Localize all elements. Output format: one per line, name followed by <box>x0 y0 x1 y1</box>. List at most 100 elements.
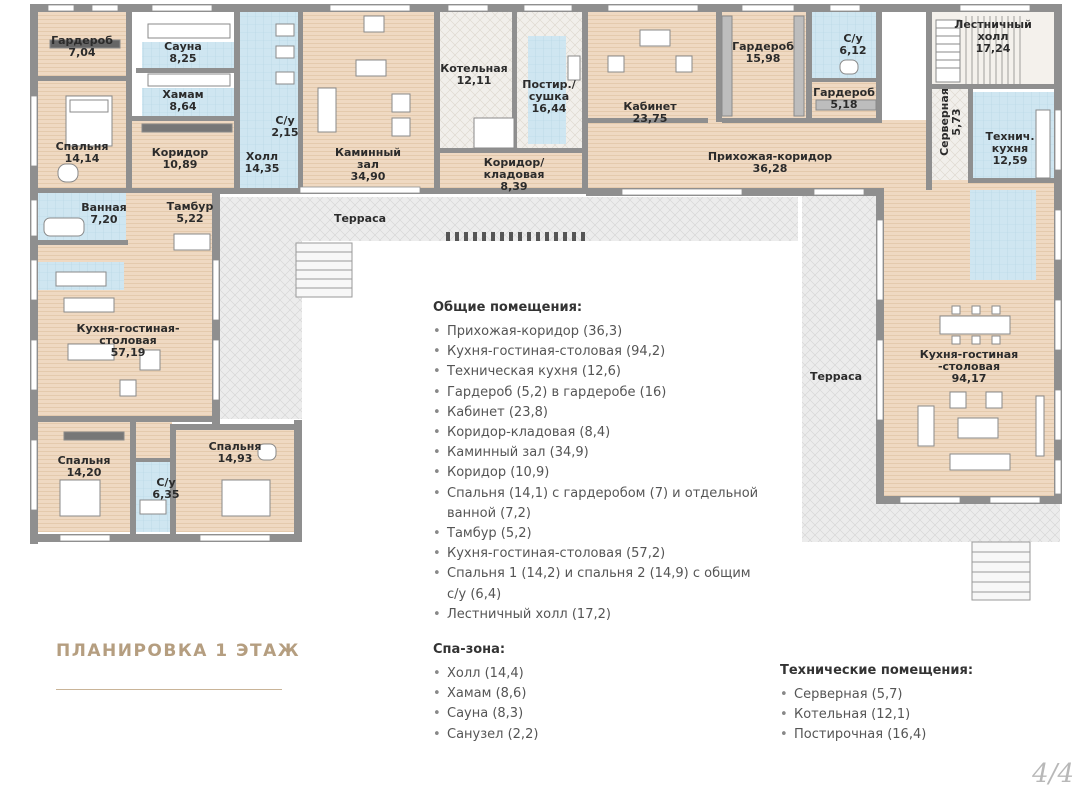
legend-spa-item-text: Санузел (2,2) <box>447 726 539 742</box>
legend-tech-heading: Технические помещения: <box>780 663 974 678</box>
legend-common-item: • Гардероб (5,2) в гардеробе (16) <box>433 383 763 403</box>
legend-common-item-text: Гардероб (5,2) в гардеробе (16) <box>447 384 667 400</box>
bullet-icon: • <box>780 707 788 723</box>
legend-common-item: •Каминный зал (34,9) <box>433 443 763 463</box>
legend-spa-item: • Хамам (8,6) <box>433 684 733 704</box>
legend-spa-item: • Холл (14,4) <box>433 664 733 684</box>
legend-common-item: • Прихожая-коридор (36,3) <box>433 322 763 342</box>
legend-spa-item: • Сауна (8,3) <box>433 704 733 724</box>
legend-common-item-text: Спальня 1 (14,2) и спальня 2 (14,9) с об… <box>447 566 751 602</box>
bullet-icon: • <box>433 485 441 501</box>
room-floors <box>38 12 1054 532</box>
legend-common-item: • Кухня-гостиная-столовая (57,2) <box>433 544 763 564</box>
bullet-icon: • <box>433 445 441 461</box>
terrace-left <box>218 197 302 419</box>
legend-tech-item: • Котельная (12,1) <box>780 705 1070 725</box>
legend-common-item-text: Коридор-кладовая (8,4) <box>447 425 611 441</box>
legend-tech: Технические помещения: •Серверная (5,7)•… <box>780 661 1070 746</box>
bullet-icon: • <box>780 727 788 743</box>
legend-common-item-text: Прихожая-коридор (36,3) <box>447 324 623 339</box>
bullet-icon: • <box>433 726 441 742</box>
room-label-server: Серверная5,73 <box>938 88 963 156</box>
legend-common: Общие помещения: •Прихожая-коридор (36,3… <box>433 298 763 625</box>
steps-left <box>295 242 353 298</box>
bullet-icon: • <box>433 666 441 681</box>
terrace-top <box>218 197 798 241</box>
legend-spa-heading: Спа-зона: <box>433 642 506 657</box>
legend-tech-item-text: Котельная (12,1) <box>794 707 911 723</box>
bullet-icon: • <box>433 324 441 339</box>
page-number: 4/4 <box>1032 759 1074 789</box>
legend-common-item: • Спальня (14,1) с гардеробом (7) и отдел… <box>433 484 763 524</box>
bullet-icon: • <box>433 546 441 562</box>
legend-spa-item-text: Сауна (8,3) <box>447 706 524 722</box>
bullet-icon: • <box>433 344 441 360</box>
steps-top <box>446 232 585 241</box>
legend-spa-item-text: Холл (14,4) <box>447 666 524 681</box>
terrace-label-2: Терраса <box>810 370 862 383</box>
legend-common-item: •Кабинет (23,8) <box>433 403 763 423</box>
bullet-icon: • <box>433 465 441 481</box>
legend-tech-item-text: Серверная (5,7) <box>794 687 903 702</box>
legend-common-item-text: Спальня (14,1) с гардеробом (7) и отдель… <box>447 485 759 521</box>
legend-common-item: • Спальня 1 (14,2) и спальня 2 (14,9) с о… <box>433 564 763 604</box>
legend-common-item-text: Кухня-гостиная-столовая (94,2) <box>447 344 666 360</box>
terrace-right <box>802 195 884 542</box>
legend-common-item-text: Коридор (10,9) <box>447 465 550 481</box>
legend-common-item: • Коридор-кладовая (8,4) <box>433 423 763 443</box>
stair <box>965 16 1021 84</box>
terrace-bottom <box>802 500 1060 542</box>
bullet-icon: • <box>433 425 441 441</box>
legend-tech-list: • Серверная (5,7) • Котельная (12,1) • Постир… <box>780 685 1070 746</box>
legend-tech-item: • Серверная (5,7) <box>780 685 1070 705</box>
bullet-icon: • <box>433 566 441 582</box>
bullet-icon: • <box>433 364 441 380</box>
legend-common-item: • Кухня-гостиная-столовая (94,2) <box>433 342 763 362</box>
legend-common-item: • Коридор (10,9) <box>433 463 763 483</box>
bullet-icon: • <box>433 384 441 400</box>
legend-common-item-text: Кухня-гостиная-столовая (57,2) <box>447 546 666 562</box>
legend-tech-item: • Постирочная (16,4) <box>780 725 1070 745</box>
legend-common-item: •Тамбур (5,2) <box>433 524 763 544</box>
steps-bottom-right <box>971 541 1031 601</box>
legend-spa-item-text: Хамам (8,6) <box>447 686 527 702</box>
legend-common-item-text: Кабинет (23,8) <box>447 404 548 420</box>
furniture <box>43 15 1051 517</box>
legend-common-item: •Лестничный холл (17,2) <box>433 605 763 625</box>
legend-tech-item-text: Постирочная (16,4) <box>794 727 927 743</box>
terrace-label-1: Терраса <box>334 212 386 225</box>
bullet-icon: • <box>433 706 441 722</box>
legend-spa-item: • Санузел (2,2) <box>433 725 733 745</box>
bullet-icon: • <box>433 526 441 542</box>
bullet-icon: • <box>433 686 441 702</box>
bullet-icon: • <box>780 687 788 702</box>
legend-common-list: • Прихожая-коридор (36,3) • Кухня-гостиная-… <box>433 322 763 625</box>
plan-title: ПЛАНИРОВКА 1 ЭТАЖ <box>56 641 301 661</box>
legend-common-item-text: Лестничный холл (17,2) <box>447 606 611 622</box>
